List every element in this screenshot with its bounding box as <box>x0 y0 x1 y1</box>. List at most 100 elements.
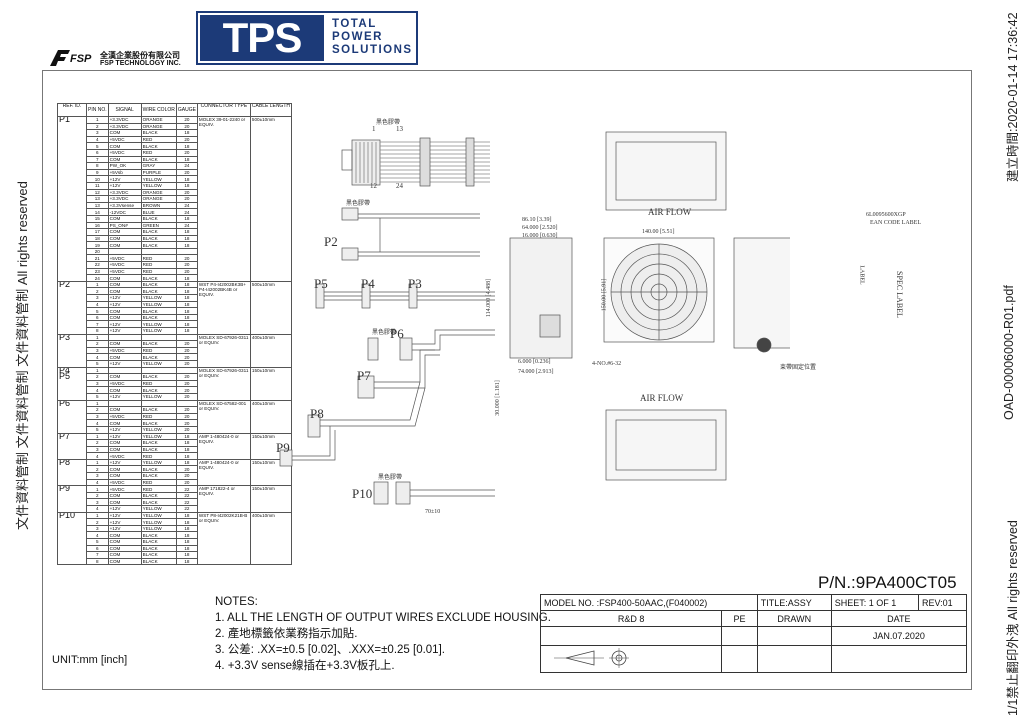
signal: COM <box>107 287 142 296</box>
signal: +5VDC <box>107 346 142 355</box>
gauge: 18 <box>175 524 198 533</box>
gauge <box>175 399 198 408</box>
pe-cell: PE <box>721 610 758 627</box>
wire-color: YELLOW <box>140 359 177 368</box>
pin-number: 5 <box>86 359 109 368</box>
signal: +12V <box>107 518 142 526</box>
signal: COM <box>107 538 142 546</box>
pin-number: 2 <box>86 122 109 131</box>
gauge: 18 <box>175 228 198 236</box>
signal: +5VDC <box>107 135 142 144</box>
connector-ref: P6 <box>57 399 87 434</box>
psu-top-view <box>605 131 727 211</box>
signal: COM <box>107 373 142 381</box>
wire-color: BLACK <box>140 386 177 394</box>
pin-number: 23 <box>86 267 109 276</box>
signal: COM <box>107 386 142 394</box>
wire-color: PURPLE <box>140 168 177 177</box>
gauge: 22 <box>175 485 198 493</box>
label-code: 6L0095600XGP <box>866 212 906 218</box>
projection-symbol-icon <box>554 648 629 668</box>
pin-number: 7 <box>86 155 109 164</box>
air-flow-label-bottom: AIR FLOW <box>640 393 684 403</box>
gauge: 18 <box>175 129 198 137</box>
wire-table: REF. ID. PIN NO. SIGNAL WIRE COLOR GAUGE… <box>57 103 293 566</box>
label-word: LABEL <box>858 265 865 285</box>
gauge <box>175 247 198 256</box>
wire-color <box>140 366 177 375</box>
signal: COM <box>107 445 142 454</box>
dim-86: 86.10 [3.39] <box>522 217 552 223</box>
signal: +5VDC <box>107 452 142 460</box>
pe-sign-cell <box>721 626 758 646</box>
rd-cell: R&D 8 <box>539 610 723 627</box>
gauge: 18 <box>175 214 198 223</box>
signal: COM <box>107 307 142 315</box>
pin-number: 4 <box>86 419 109 427</box>
blank-cell-3 <box>830 645 968 673</box>
signal: COM <box>107 544 142 553</box>
gauge: 20 <box>175 412 198 421</box>
signal: COM <box>107 228 142 236</box>
wire-color: YELLOW <box>140 181 177 190</box>
p7-connector-drawing <box>357 349 440 399</box>
signal: +5VDC <box>107 478 142 487</box>
signal: +12V <box>107 425 142 434</box>
pin-number: 20 <box>86 247 109 256</box>
gauge: 20 <box>175 472 198 480</box>
wire-color <box>140 247 177 256</box>
p8-connector-drawing <box>307 381 426 438</box>
gauge: 18 <box>175 538 198 546</box>
signal: +5VDC <box>107 254 142 263</box>
wire-color: BROWN <box>140 201 177 210</box>
pin-number: 5 <box>86 307 109 315</box>
wire-color: RED <box>140 261 177 269</box>
dim-70: 70±10 <box>425 509 441 515</box>
pin-number: 13 <box>86 195 109 203</box>
wire-color: BLACK <box>140 544 177 553</box>
gauge: 18 <box>175 241 198 249</box>
label-p7: P7 <box>357 368 371 383</box>
wire-color: BLACK <box>140 287 177 296</box>
pin-number: 10 <box>86 175 109 183</box>
unit-note: UNIT:mm [inch] <box>52 654 128 666</box>
wire-color: BLACK <box>140 280 177 289</box>
bottom-right-notice: 1/1禁止翻印外洩 All rights reserved <box>1006 520 1020 716</box>
gauge: 18 <box>175 142 198 150</box>
pin-number: 2 <box>86 373 109 381</box>
pin-number: 3 <box>86 412 109 421</box>
gauge: 20 <box>175 254 198 263</box>
cable-length: 400±10mm <box>249 333 293 368</box>
fsp-logo-icon <box>50 50 70 66</box>
pin-number: 3 <box>86 346 109 355</box>
pin-number: 4 <box>86 135 109 144</box>
connector-ref: P1 <box>57 116 87 282</box>
p5-p4-p3-drawing <box>315 283 495 309</box>
signal: COM <box>107 241 142 249</box>
pin-label-12: 12 <box>370 182 377 190</box>
gauge: 20 <box>175 188 198 197</box>
gauge: 24 <box>175 221 198 230</box>
p10-connector-drawing <box>373 481 495 505</box>
signal: +3.3VDC <box>107 188 142 197</box>
label-p9: P9 <box>276 440 290 455</box>
pin-number: 13 <box>86 201 109 210</box>
gauge: 24 <box>175 208 198 216</box>
gauge: 22 <box>175 498 198 507</box>
pin-label-13: 13 <box>396 125 403 133</box>
pin-number: 2 <box>86 406 109 414</box>
wire-color: BLACK <box>140 439 177 447</box>
pin-number: 24 <box>86 274 109 282</box>
dim-30: 30.000 [1.181] <box>494 380 501 416</box>
gauge: 18 <box>175 155 198 164</box>
wire-color: RED <box>140 452 177 460</box>
dim-150: 150.00 [5.91] <box>601 278 608 312</box>
psu-bottom-view <box>605 409 727 481</box>
wire-color: BLACK <box>140 353 177 361</box>
